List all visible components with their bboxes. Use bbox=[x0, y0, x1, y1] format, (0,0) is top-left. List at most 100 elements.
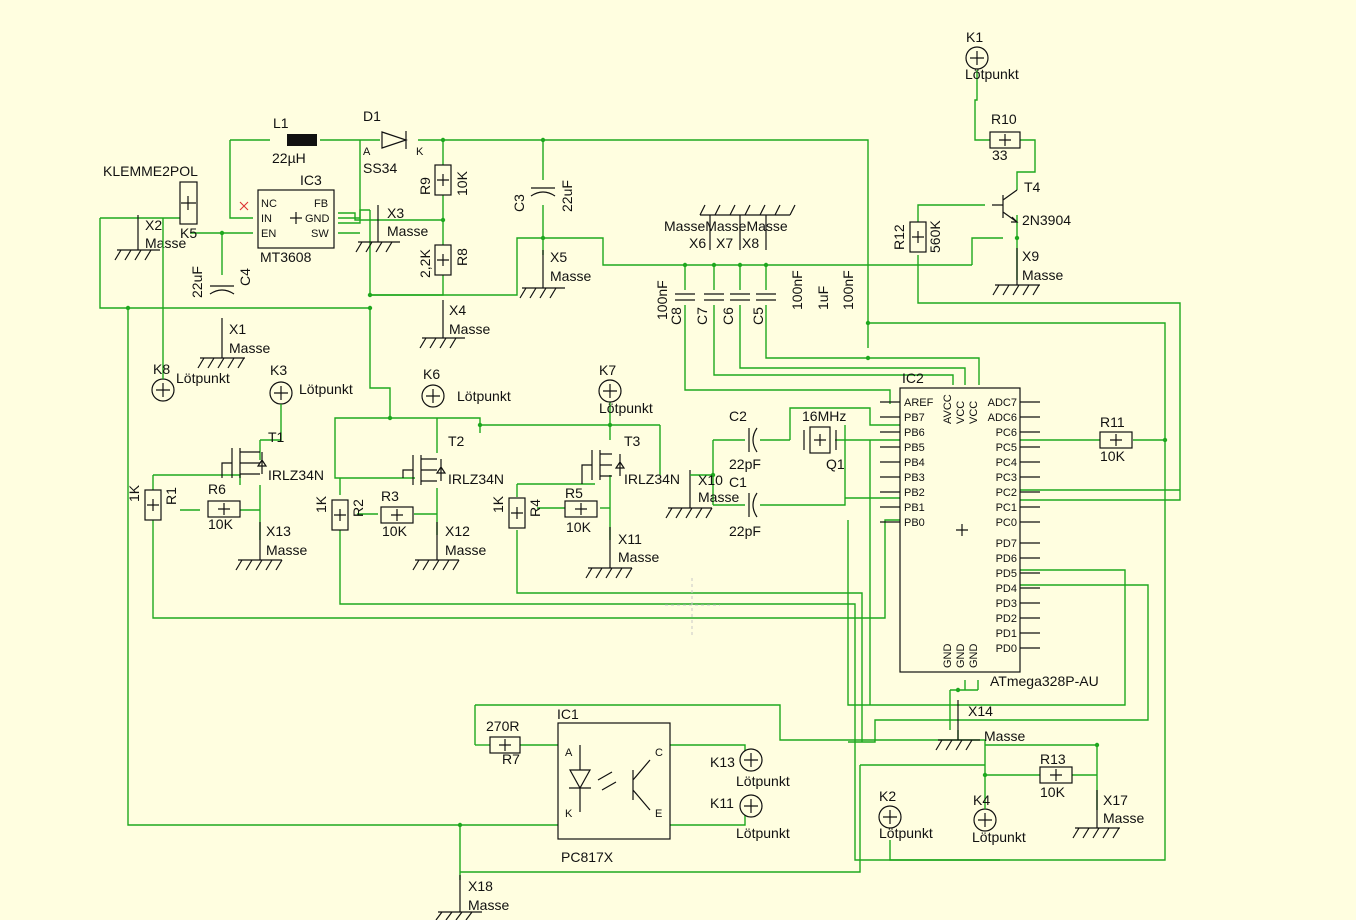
svg-text:IRLZ34N: IRLZ34N bbox=[624, 471, 680, 487]
svg-text:R7: R7 bbox=[502, 751, 520, 767]
solder-point-k3[interactable]: K3 Lötpunkt bbox=[260, 362, 353, 441]
svg-text:Masse: Masse bbox=[449, 321, 490, 337]
ground-x18[interactable]: X18 Masse bbox=[435, 875, 509, 920]
ground-x10[interactable]: X10 Masse bbox=[665, 470, 739, 519]
svg-text:GND: GND bbox=[305, 213, 330, 225]
ground-x9[interactable]: X9 Masse bbox=[992, 248, 1063, 296]
resistor-r7[interactable]: 270R R7 bbox=[486, 718, 521, 767]
ic2-pin-label: PD3 bbox=[996, 598, 1017, 610]
svg-text:Lötpunkt: Lötpunkt bbox=[299, 381, 353, 397]
capacitor-c7[interactable]: C7 100nF bbox=[694, 270, 805, 325]
resistor-r10[interactable]: R10 33 bbox=[989, 111, 1021, 163]
mosfet-t2[interactable]: T2 IRLZ34N bbox=[402, 433, 504, 487]
svg-text:X10: X10 bbox=[698, 472, 723, 488]
ground-x2[interactable]: X2 Masse bbox=[114, 215, 186, 261]
capacitor-c6[interactable]: C6 1uF bbox=[720, 286, 831, 325]
solder-point-k11[interactable]: K11 Lötpunkt bbox=[710, 794, 790, 841]
svg-text:Lötpunkt: Lötpunkt bbox=[965, 66, 1019, 82]
mosfet-t1[interactable]: T1 IRLZ34N bbox=[221, 429, 324, 483]
ic2-pin-label: PD5 bbox=[996, 568, 1017, 580]
svg-text:Masse: Masse bbox=[618, 549, 659, 565]
svg-text:IN: IN bbox=[261, 213, 272, 225]
resistor-r12[interactable]: R12 560K bbox=[891, 220, 943, 253]
svg-text:Lötpunkt: Lötpunkt bbox=[736, 773, 790, 789]
resistor-r8[interactable]: 2,2K R8 bbox=[417, 244, 470, 278]
svg-text:K3: K3 bbox=[270, 362, 287, 378]
ground-x3[interactable]: X3 Masse bbox=[355, 205, 428, 253]
svg-text:Masse: Masse bbox=[698, 489, 739, 505]
svg-text:X6: X6 bbox=[689, 235, 706, 251]
svg-text:10K: 10K bbox=[1100, 448, 1126, 464]
capacitor-c3[interactable]: C3 22uF bbox=[511, 180, 575, 212]
ic2-pin-label: PB2 bbox=[904, 487, 925, 499]
ic2-pin-label: AVCC bbox=[942, 394, 954, 424]
ground-x13[interactable]: X13 Masse bbox=[235, 522, 307, 571]
solder-point-k6[interactable]: K6 Lötpunkt bbox=[421, 366, 511, 408]
resistor-r9[interactable]: R9 10K bbox=[417, 164, 470, 196]
ground-x4[interactable]: X4 Masse bbox=[419, 300, 490, 349]
ground-x1[interactable]: X1 Masse bbox=[197, 318, 270, 369]
resistor-r4[interactable]: 1K R4 bbox=[490, 495, 543, 529]
ic2-pin-label: PB0 bbox=[904, 517, 925, 529]
ic2-pin-label: PB4 bbox=[904, 457, 925, 469]
svg-text:C3: C3 bbox=[511, 194, 527, 212]
svg-text:R9: R9 bbox=[417, 177, 433, 195]
svg-text:X5: X5 bbox=[550, 249, 567, 265]
capacitor-c2[interactable]: C2 22pF bbox=[729, 408, 761, 472]
ic3-mt3608[interactable]: IC3 MT3608 NC IN EN FB GND SW bbox=[239, 172, 335, 265]
ic1-optocoupler[interactable]: IC1 PC817X A K C E bbox=[557, 706, 671, 865]
solder-point-k13[interactable]: K13 Lötpunkt bbox=[710, 748, 790, 789]
solder-point-k4[interactable]: K4 Lötpunkt bbox=[972, 775, 1026, 845]
svg-text:270R: 270R bbox=[486, 718, 519, 734]
svg-text:Lötpunkt: Lötpunkt bbox=[736, 825, 790, 841]
ground-x14[interactable]: X14 Masse bbox=[935, 700, 1025, 751]
ic2-pin-label: PC6 bbox=[996, 427, 1017, 439]
svg-text:Masse: Masse bbox=[550, 268, 591, 284]
svg-text:10K: 10K bbox=[454, 170, 470, 196]
resistor-r13[interactable]: R13 10K bbox=[1039, 751, 1073, 800]
ic2-atmega328p[interactable]: IC2 ATmega328P-AU AREFPB7PB6PB5PB4PB3PB2… bbox=[880, 370, 1099, 689]
resistor-r1[interactable]: 1K R1 bbox=[126, 484, 179, 521]
svg-text:R12: R12 bbox=[891, 224, 907, 250]
svg-text:SW: SW bbox=[311, 228, 329, 240]
svg-text:22uF: 22uF bbox=[559, 180, 575, 212]
solder-point-k2[interactable]: K2 Lötpunkt bbox=[878, 788, 933, 841]
ic2-pin-label: PB5 bbox=[904, 442, 925, 454]
inductor-l1[interactable]: L1 22µH bbox=[272, 115, 317, 166]
resistor-r2[interactable]: 1K R2 bbox=[313, 495, 366, 531]
klemme2pol-terminal[interactable]: KLEMME2POL K5 bbox=[103, 163, 198, 241]
ic2-pin-label: PD4 bbox=[996, 583, 1017, 595]
svg-text:K2: K2 bbox=[879, 788, 896, 804]
capacitor-c4[interactable]: 22uF C4 bbox=[189, 266, 253, 298]
ground-x6-x7-x8[interactable]: MasseMasseMasse X6 X7 X8 bbox=[664, 204, 796, 251]
svg-text:Lötpunkt: Lötpunkt bbox=[879, 825, 933, 841]
capacitor-c1[interactable]: C1 22pF bbox=[729, 474, 761, 539]
crystal-q1[interactable]: 16MHz Q1 bbox=[802, 408, 846, 472]
svg-text:Masse: Masse bbox=[229, 340, 270, 356]
ic2-pin-label: GND bbox=[942, 644, 954, 669]
resistor-r11[interactable]: R11 10K bbox=[1099, 414, 1133, 464]
ground-x17[interactable]: X17 Masse bbox=[1072, 790, 1144, 839]
svg-text:E: E bbox=[655, 808, 662, 820]
resistor-r5[interactable]: R5 10K bbox=[564, 485, 598, 535]
ground-x12[interactable]: X12 Masse bbox=[412, 522, 486, 571]
mosfet-t3[interactable]: T3 IRLZ34N bbox=[581, 433, 680, 487]
capacitor-c8[interactable]: 100nF C8 bbox=[654, 280, 695, 325]
svg-text:X12: X12 bbox=[445, 523, 470, 539]
solder-point-k1[interactable]: K1 Lötpunkt bbox=[965, 29, 1019, 82]
resistor-r6[interactable]: R6 10K bbox=[207, 481, 241, 532]
ground-x5[interactable]: X5 Masse bbox=[519, 249, 591, 299]
svg-text:C5: C5 bbox=[750, 307, 766, 325]
resistor-r3[interactable]: R3 10K bbox=[380, 488, 414, 539]
capacitor-c5[interactable]: C5 100nF bbox=[750, 270, 856, 325]
solder-point-k8[interactable]: K8 Lötpunkt bbox=[151, 218, 230, 402]
svg-text:FB: FB bbox=[314, 198, 328, 210]
svg-text:Masse: Masse bbox=[387, 223, 428, 239]
solder-point-k7[interactable]: K7 Lötpunkt bbox=[598, 362, 653, 416]
diode-d1[interactable]: D1 SS34 A K bbox=[363, 108, 424, 176]
ground-x11[interactable]: X11 Masse bbox=[585, 527, 659, 579]
svg-text:1K: 1K bbox=[126, 484, 142, 502]
transistor-t4[interactable]: T4 2N3904 bbox=[992, 179, 1071, 228]
svg-text:Lötpunkt: Lötpunkt bbox=[457, 388, 511, 404]
